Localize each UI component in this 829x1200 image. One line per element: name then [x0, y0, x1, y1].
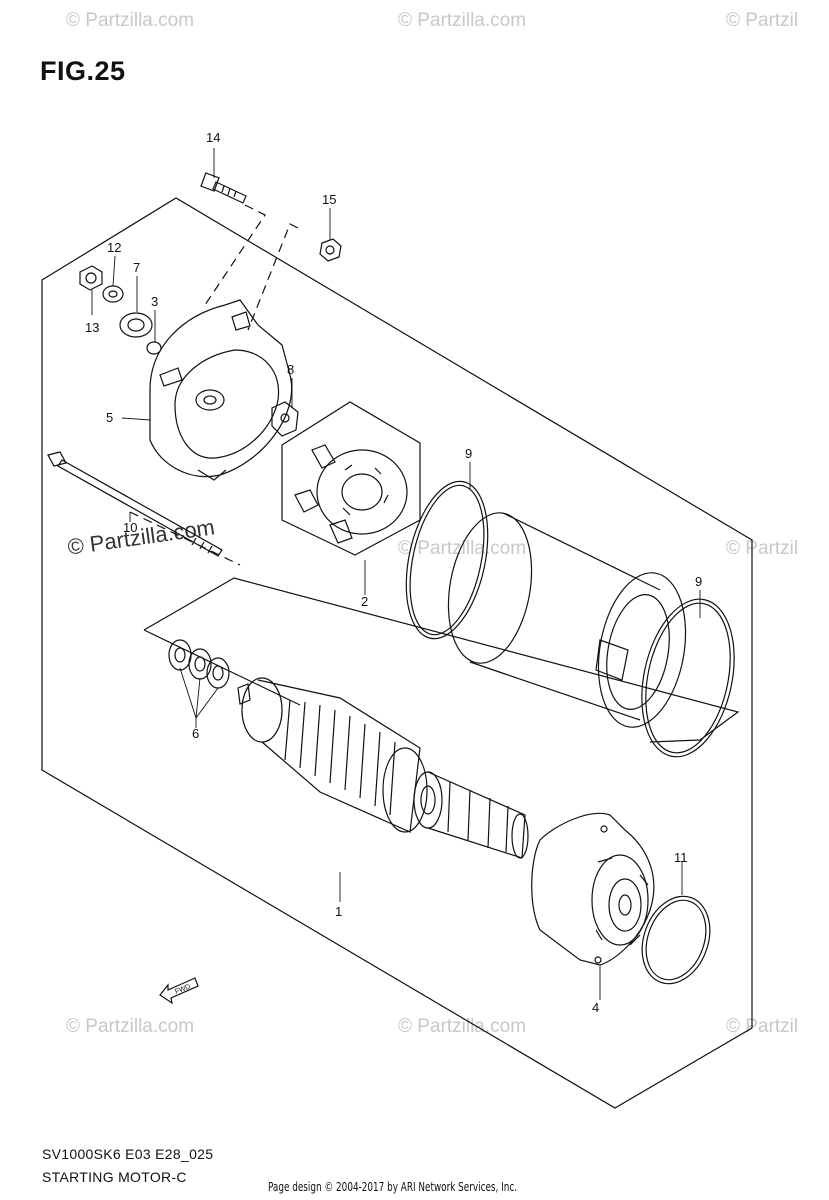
- nut-13: [79, 265, 103, 291]
- fwd-arrow-icon: FWD: [159, 977, 199, 1005]
- brush-plate-8: [271, 401, 299, 437]
- watermark: © Partzil: [726, 538, 799, 559]
- callout-4: 4: [592, 1000, 599, 1015]
- callout-9b: 9: [695, 574, 702, 589]
- washer-set-6: [168, 639, 230, 689]
- washer-7: [119, 312, 153, 338]
- front-cover-4: [531, 812, 655, 966]
- figure-title: FIG.25: [40, 56, 126, 86]
- callouts: 1 2 3 4 5 6 7 8 9 9 10 11 12 13 14 15: [85, 130, 702, 1015]
- callout-3: 3: [151, 294, 158, 309]
- callout-14: 14: [206, 130, 220, 145]
- dashed-leader: [204, 204, 266, 306]
- dashed-leader: [129, 511, 241, 566]
- callout-13: 13: [85, 320, 99, 335]
- callout-15: 15: [322, 192, 336, 207]
- watermark: © Partzilla.com: [66, 1016, 195, 1037]
- copyright-notice: Page design © 2004-2017 by ARI Network S…: [268, 1180, 518, 1194]
- washer-12: [102, 285, 124, 303]
- callout-7: 7: [133, 260, 140, 275]
- callout-12: 12: [107, 240, 121, 255]
- callout-11: 11: [674, 850, 688, 865]
- o-ring-9: [409, 484, 485, 636]
- brush-holder-2: [281, 401, 421, 556]
- watermark: © Partzilla.com: [66, 10, 195, 31]
- o-ring-11: [641, 895, 711, 985]
- bolt-14: [200, 172, 247, 204]
- dashed-leader: [247, 223, 299, 331]
- callout-10: 10: [123, 520, 137, 535]
- callout-9a: 9: [465, 446, 472, 461]
- callout-8: 8: [287, 362, 294, 377]
- watermark: © Partzilla.com: [398, 538, 527, 559]
- callout-1: 1: [335, 904, 342, 919]
- yoke-housing: [447, 512, 687, 728]
- leader-lines: [91, 148, 701, 1000]
- o-ring-9: [405, 480, 489, 640]
- subassembly-frame: [143, 629, 301, 706]
- diagram-subtitle: STARTING MOTOR-C: [42, 1169, 187, 1185]
- watermark: © Partzil: [726, 10, 799, 31]
- callout-5: 5: [106, 410, 113, 425]
- subassembly-frame: [143, 577, 740, 743]
- assembly-frame: [41, 197, 753, 1109]
- fwd-label: FWD: [174, 983, 191, 995]
- armature-1: [237, 677, 529, 859]
- nut-15: [319, 238, 342, 262]
- callout-6: 6: [192, 726, 199, 741]
- rear-cover-5: [149, 299, 293, 481]
- through-bolt-10: [47, 451, 223, 557]
- o-ring-11: [645, 899, 707, 981]
- watermark: © Partzil: [726, 1016, 799, 1037]
- watermark: © Partzilla.com: [398, 10, 527, 31]
- watermark: © Partzilla.com: [398, 1016, 527, 1037]
- o-ring-9: [645, 602, 731, 754]
- model-code: SV1000SK6 E03 E28_025: [42, 1146, 214, 1162]
- o-ring-9: [641, 598, 735, 758]
- o-ring-3: [146, 341, 162, 355]
- callout-2: 2: [361, 594, 368, 609]
